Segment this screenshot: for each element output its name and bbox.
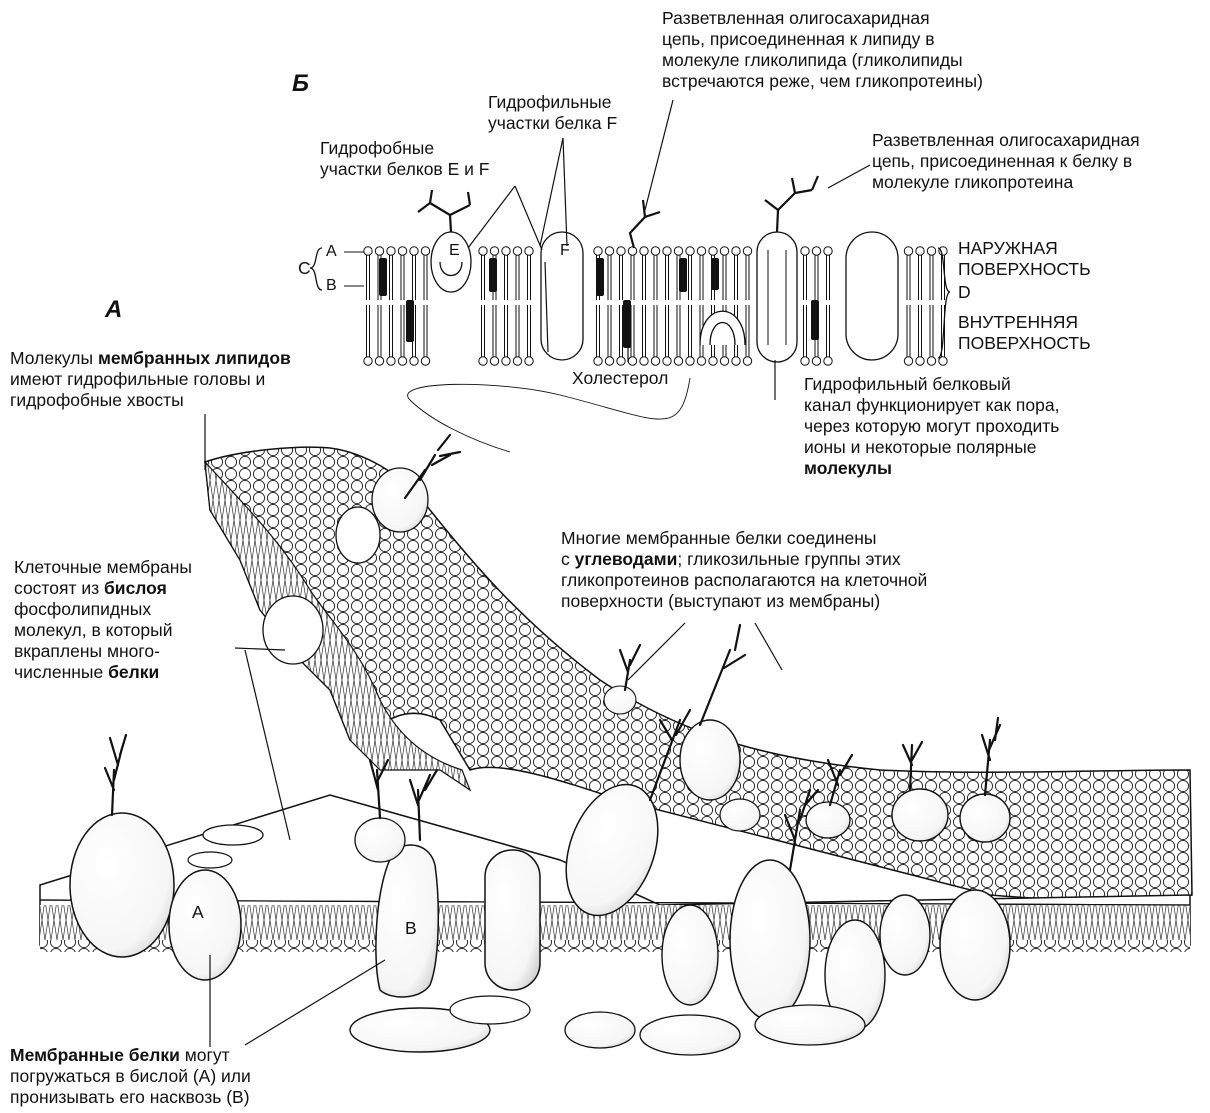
label-inner-surface: ВНУТРЕННЯЯ ПОВЕРХНОСТЬ	[958, 312, 1091, 354]
protein-a-label: A	[192, 902, 204, 923]
label-channel: Гидрофильный белковый канал функционируе…	[804, 374, 1059, 479]
label-protein-f: F	[560, 241, 570, 261]
label-oligo-lipid: Разветвленная олигосахаридная цепь, прис…	[662, 8, 983, 92]
label-d: D	[958, 282, 971, 303]
label-oligo-protein: Разветвленная олигосахаридная цепь, прис…	[872, 130, 1140, 193]
label-cholesterol: Холестерол	[572, 368, 668, 389]
label-protein-e: E	[449, 241, 460, 261]
protein-b-label: B	[405, 918, 417, 939]
label-hydrophilic-f: Гидрофильные участки белка F	[488, 92, 617, 134]
label-layer-b: B	[326, 276, 337, 296]
label-hydrophobic-ef: Гидрофобные участки белков E и F	[320, 138, 489, 180]
b-bilayer-diagram	[310, 176, 950, 365]
protein-a	[169, 870, 241, 980]
label-c: С	[298, 258, 311, 279]
panel-label-b: Б	[292, 70, 309, 98]
label-layer-a: A	[326, 242, 337, 262]
panel-label-a: А	[105, 296, 122, 324]
label-carbohydrates: Многие мембранные белки соединены с угле…	[561, 528, 927, 612]
label-outer-surface: НАРУЖНАЯ ПОВЕРХНОСТЬ	[958, 238, 1091, 280]
